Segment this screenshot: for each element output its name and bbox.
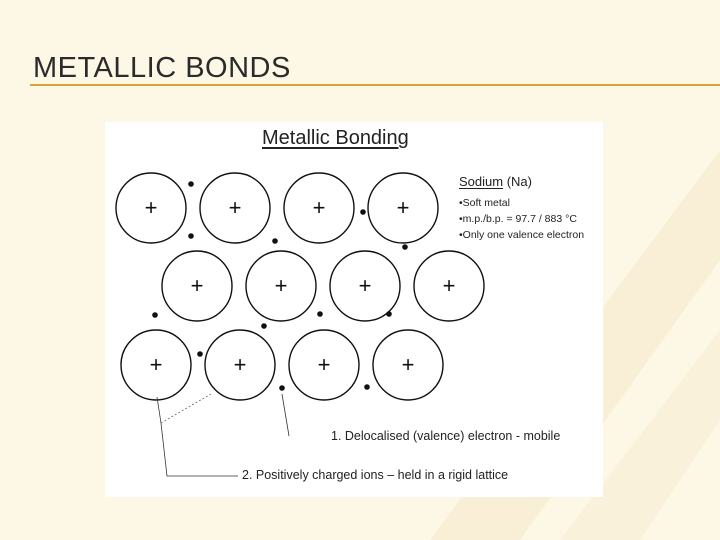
title-underline: [30, 84, 720, 86]
info-bullet-valence: •Only one valence electron: [459, 229, 585, 241]
metal-ion: [283, 172, 355, 244]
metal-ion: [329, 250, 401, 322]
figure-title: Metallic Bonding: [262, 127, 409, 149]
delocalised-electron: [360, 209, 366, 215]
delocalised-electron: [402, 244, 408, 250]
metal-ion: [245, 250, 317, 322]
info-bullet-soft-metal: •Soft metal: [459, 197, 510, 209]
delocalised-electron: [364, 384, 370, 390]
delocalised-electron: [386, 311, 392, 317]
lattice-diagram: + + + + + + + + + + + +: [115, 172, 485, 477]
ion-plus-sign: +: [145, 195, 158, 220]
delocalised-electron: [279, 385, 285, 391]
ion-plus-sign: +: [318, 352, 331, 377]
delocalised-electron: [152, 312, 158, 318]
metal-ion: [115, 172, 187, 244]
element-symbol: (Na): [503, 174, 532, 189]
metal-ion: [161, 250, 233, 322]
element-name: Sodium: [459, 174, 504, 189]
info-heading: Sodium (Na): [459, 174, 584, 189]
ion-plus-sign: +: [402, 352, 415, 377]
ion-plus-sign: +: [359, 273, 372, 298]
metal-ion: [204, 329, 276, 401]
metal-ion: [120, 329, 192, 401]
ion-pointer-line: [156, 396, 238, 477]
metal-ion: [372, 329, 444, 401]
metal-ion: [413, 250, 485, 322]
metallic-bonding-figure: + + + + + + + + + + + + Metallic Bonding Sodium (Na…: [105, 122, 603, 497]
electron-pointer-line: [281, 393, 290, 437]
ion-plus-sign: +: [234, 352, 247, 377]
sodium-info: Sodium (Na) •Soft metal •m.p./b.p. = 97.…: [459, 174, 584, 243]
ion-plus-sign: +: [191, 273, 204, 298]
metal-ion: [288, 329, 360, 401]
delocalised-electron: [188, 233, 194, 239]
delocalised-electron: [272, 238, 278, 244]
ion-plus-sign: +: [443, 273, 456, 298]
ion-plus-sign: +: [275, 273, 288, 298]
delocalised-electron: [197, 351, 203, 357]
delocalised-electron: [188, 181, 194, 187]
ion-plus-sign: +: [229, 195, 242, 220]
ion-pointer-dotted: [160, 393, 212, 424]
caption-positive-ions: 2. Positively charged ions – held in a r…: [242, 468, 509, 482]
delocalised-electron: [261, 323, 267, 329]
ion-plus-sign: +: [313, 195, 326, 220]
ion-plus-sign: +: [150, 352, 163, 377]
metal-ion: [367, 172, 439, 244]
slide-title: METALLIC BONDS: [33, 52, 291, 84]
delocalised-electron: [317, 311, 323, 317]
info-bullet-melting-boiling: •m.p./b.p. = 97.7 / 883 °C: [459, 213, 577, 225]
caption-delocalised-electron: 1. Delocalised (valence) electron - mobi…: [331, 429, 561, 443]
metal-ion: [199, 172, 271, 244]
ion-plus-sign: +: [397, 195, 410, 220]
